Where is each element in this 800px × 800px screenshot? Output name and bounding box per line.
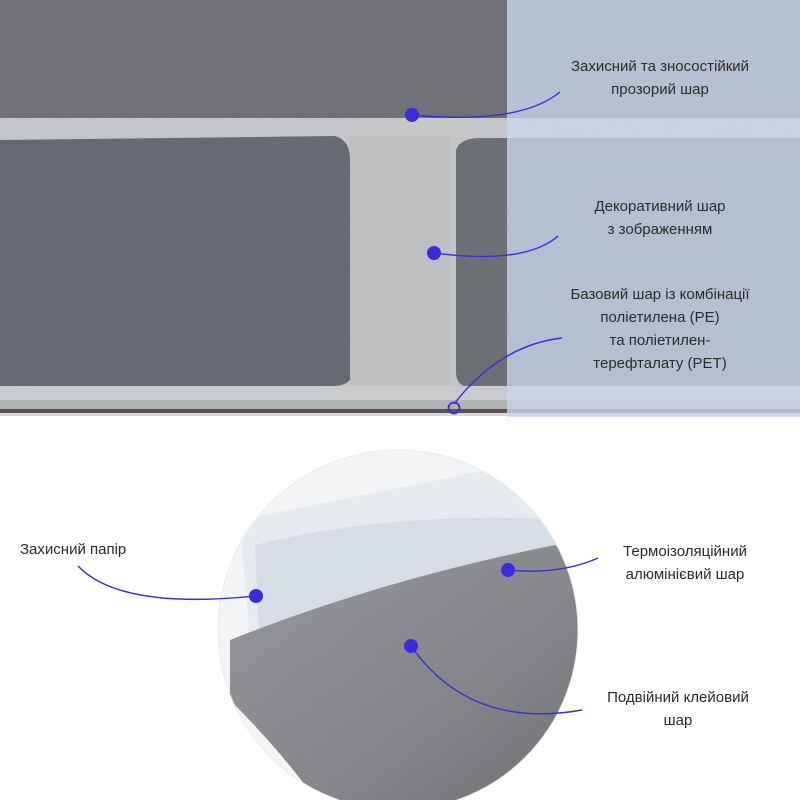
marker-dot (501, 563, 515, 577)
label-decorative-layer: Декоративний шар з зображенням (594, 198, 726, 238)
callout-decorative-layer (433, 235, 559, 258)
backing-detail-circle (217, 449, 579, 800)
callout-base-layer (453, 337, 563, 405)
marker-ring (447, 401, 461, 415)
label-thermal-aluminium-layer: Термоізоляційний алюмінієвий шар (623, 543, 747, 583)
callout-adhesive-layer (410, 645, 583, 715)
marker-dot (404, 639, 418, 653)
callout-aluminium-layer (507, 557, 599, 572)
marker-dot (427, 246, 441, 260)
label-double-adhesive-layer: Подвійний клейовий шар (607, 689, 749, 729)
label-protective-wear-layer: Захисний та зносостійкий прозорий шар (570, 58, 750, 98)
label-overlay-panel (507, 0, 800, 417)
label-protective-paper: Захисний папір (20, 541, 127, 558)
callout-protective-layer (411, 91, 561, 119)
label-base-layer: Базовий шар із комбінації поліетилена (P… (570, 286, 750, 372)
marker-dot (405, 108, 419, 122)
marker-dot (249, 589, 263, 603)
callout-protective-paper (77, 565, 257, 601)
